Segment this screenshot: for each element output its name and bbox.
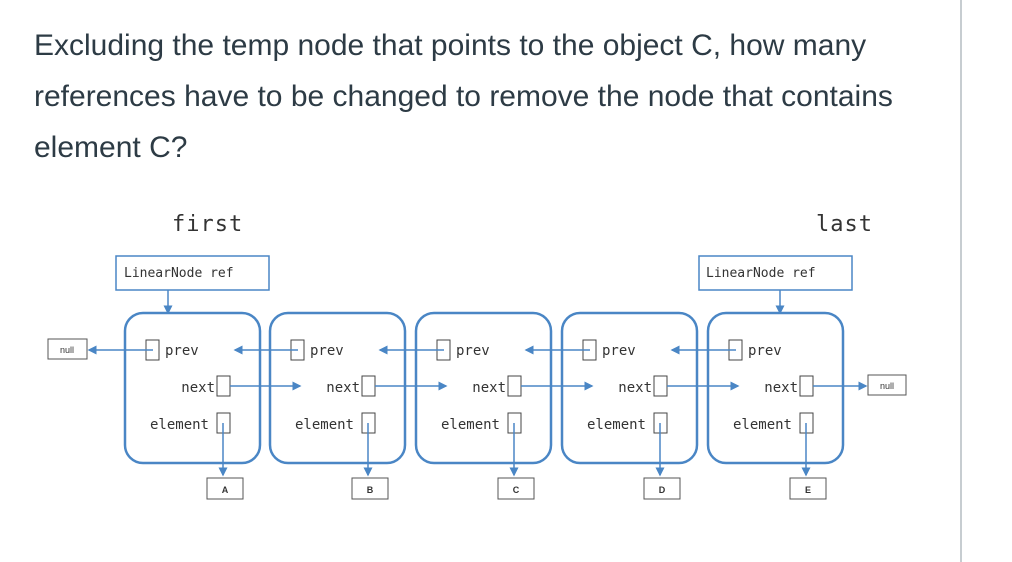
prev-field-label: prev bbox=[602, 343, 636, 359]
prev-field-label: prev bbox=[456, 343, 490, 359]
element-object-label: A bbox=[222, 485, 229, 495]
next-pointer-box bbox=[507, 375, 522, 397]
first-ref-label: LinearNode ref bbox=[124, 266, 234, 281]
prev-field-label: prev bbox=[310, 343, 344, 359]
element-object-label: E bbox=[805, 485, 811, 495]
first-label: first bbox=[172, 212, 243, 237]
element-field-label: element bbox=[441, 417, 500, 433]
element-object-box bbox=[206, 477, 244, 500]
next-field-label: next bbox=[472, 380, 506, 396]
last-ref-box: LinearNode ref bbox=[698, 255, 853, 291]
prev-field-label: prev bbox=[165, 343, 199, 359]
last-label: last bbox=[816, 212, 873, 237]
element-object-label: B bbox=[367, 485, 374, 495]
next-pointer-box bbox=[799, 375, 814, 397]
element-field-label: element bbox=[150, 417, 209, 433]
last-ref-label: LinearNode ref bbox=[706, 266, 816, 281]
element-object-box bbox=[789, 477, 827, 500]
element-field-label: element bbox=[295, 417, 354, 433]
null-right-box: null bbox=[867, 374, 907, 396]
null-left-box: null bbox=[47, 338, 88, 360]
element-object-box bbox=[497, 477, 535, 500]
next-field-label: next bbox=[181, 380, 215, 396]
next-field-label: next bbox=[618, 380, 652, 396]
null-right-label: null bbox=[880, 381, 894, 391]
next-pointer-box bbox=[361, 375, 376, 397]
null-left-label: null bbox=[60, 345, 74, 355]
element-object-label: C bbox=[513, 485, 520, 495]
next-pointer-box bbox=[216, 375, 231, 397]
element-object-box bbox=[643, 477, 681, 500]
prev-field-label: prev bbox=[748, 343, 782, 359]
element-field-label: element bbox=[733, 417, 792, 433]
first-ref-box: LinearNode ref bbox=[115, 255, 270, 291]
element-object-label: D bbox=[659, 485, 666, 495]
question-text: Excluding the temp node that points to t… bbox=[34, 29, 893, 164]
next-pointer-box bbox=[653, 375, 668, 397]
content-divider bbox=[960, 0, 962, 562]
element-object-box bbox=[351, 477, 389, 500]
next-field-label: next bbox=[764, 380, 798, 396]
element-field-label: element bbox=[587, 417, 646, 433]
next-field-label: next bbox=[326, 380, 360, 396]
